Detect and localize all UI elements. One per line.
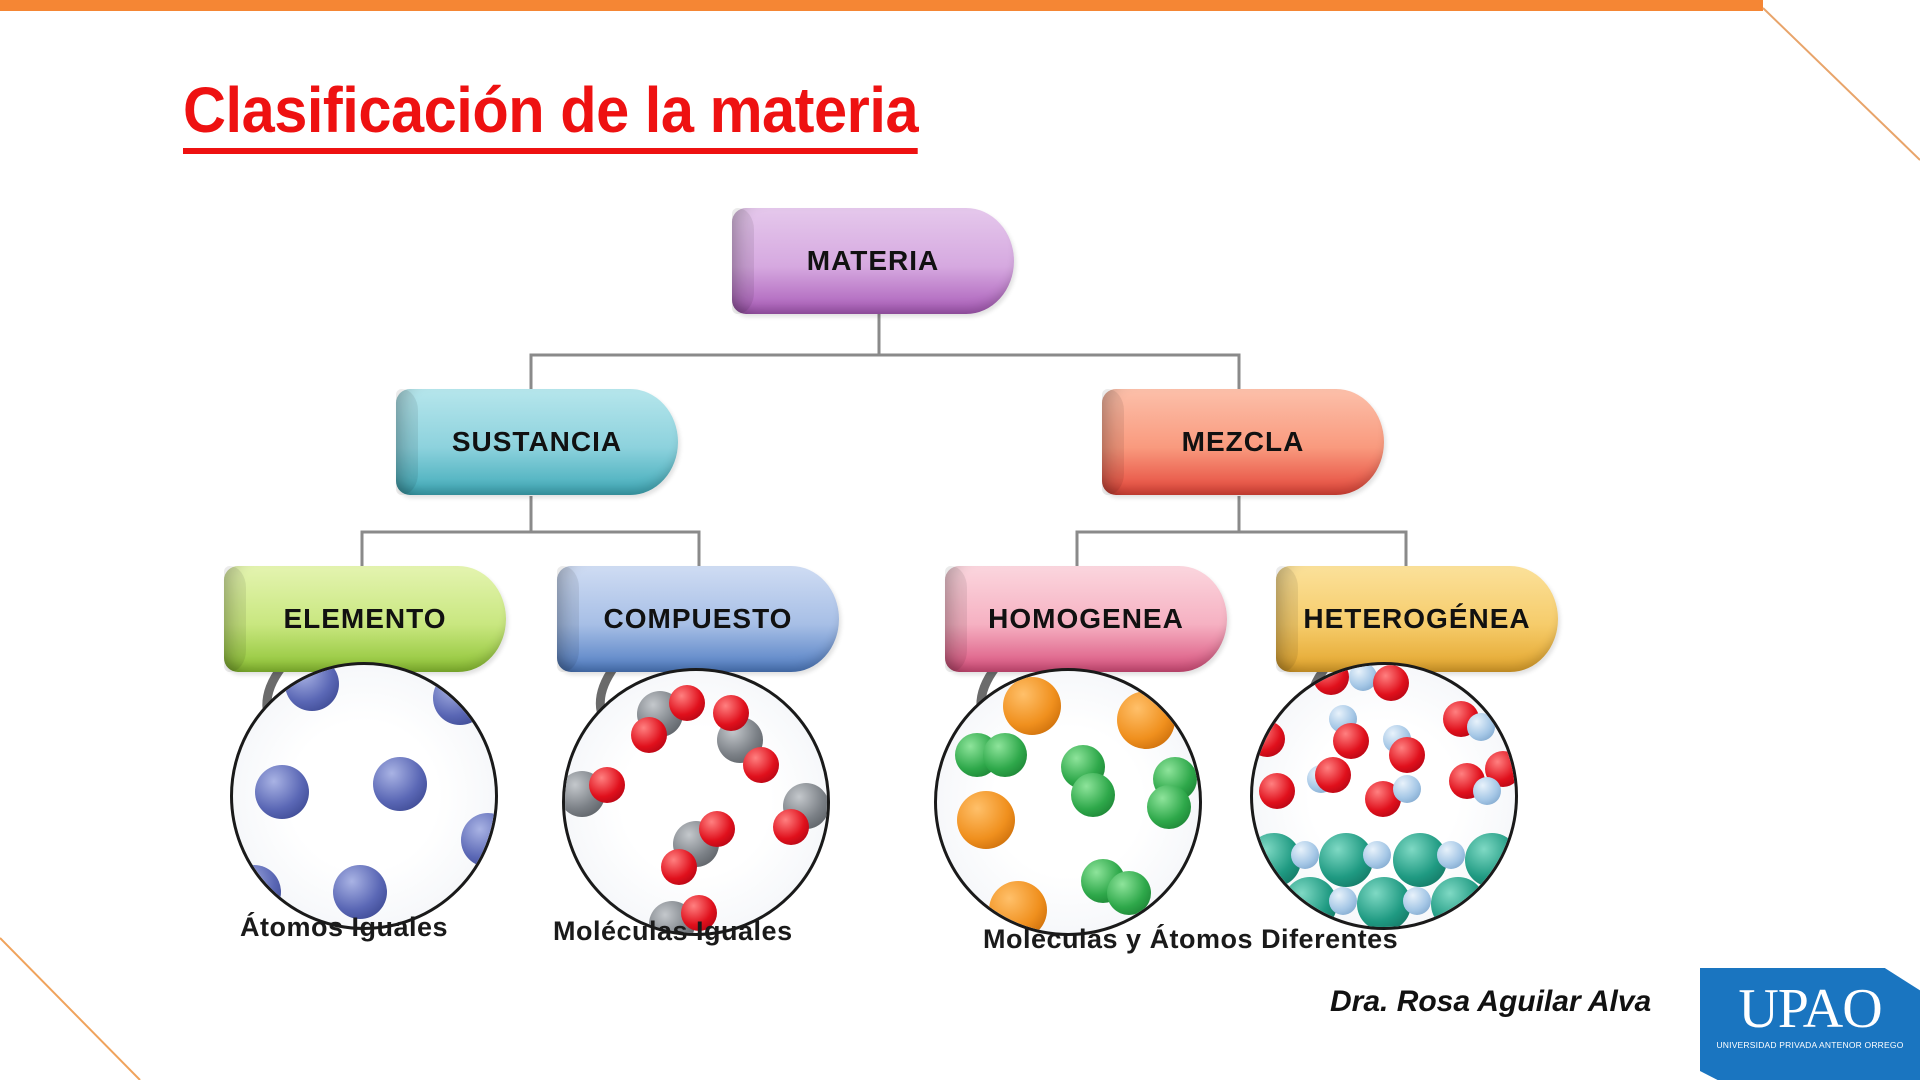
logo-wordmark: UPAO bbox=[1738, 978, 1882, 1040]
author-name: Dra. Rosa Aguilar Alva bbox=[1330, 985, 1652, 1018]
node-label: SUSTANCIA bbox=[451, 426, 623, 457]
node-label: ELEMENTO bbox=[283, 603, 447, 634]
node-elemento: ELEMENTO bbox=[224, 566, 506, 672]
caption-moleculas-iguales: Moléculas Iguales bbox=[553, 916, 793, 946]
upao-logo: UPAO UNIVERSIDAD PRIVADA ANTENOR ORREGO bbox=[1700, 968, 1920, 1080]
node-label: MEZCLA bbox=[1181, 426, 1305, 457]
top-accent-bar bbox=[0, 0, 1763, 11]
node-label: HETEROGÉNEA bbox=[1303, 603, 1531, 634]
identical-molecules-icon bbox=[562, 668, 830, 936]
slide-title: Clasificación de la materia bbox=[183, 72, 919, 154]
identical-atoms-icon bbox=[230, 662, 498, 930]
mixed-layered-particles-icon bbox=[1250, 662, 1518, 930]
corner-line-bottom-left bbox=[0, 937, 141, 1080]
node-label: MATERIA bbox=[806, 245, 940, 276]
node-materia: MATERIA bbox=[732, 208, 1014, 314]
node-sustancia: SUSTANCIA bbox=[396, 389, 678, 495]
caption-atomos-iguales: Átomos Iguales bbox=[240, 912, 449, 942]
node-label: HOMOGENEA bbox=[988, 603, 1184, 634]
node-homogenea: HOMOGENEA bbox=[945, 566, 1227, 672]
node-compuesto: COMPUESTO bbox=[557, 566, 839, 672]
node-heterogenea: HETEROGÉNEA bbox=[1276, 566, 1558, 672]
logo-subtitle: UNIVERSIDAD PRIVADA ANTENOR ORREGO bbox=[1716, 1040, 1904, 1050]
corner-line-top-right bbox=[1762, 7, 1920, 161]
mixed-particles-icon bbox=[934, 668, 1202, 936]
node-label: COMPUESTO bbox=[603, 603, 793, 634]
caption-moleculas-atomos-diferentes: Moleculas y Átomos Diferentes bbox=[983, 924, 1399, 954]
node-mezcla: MEZCLA bbox=[1102, 389, 1384, 495]
